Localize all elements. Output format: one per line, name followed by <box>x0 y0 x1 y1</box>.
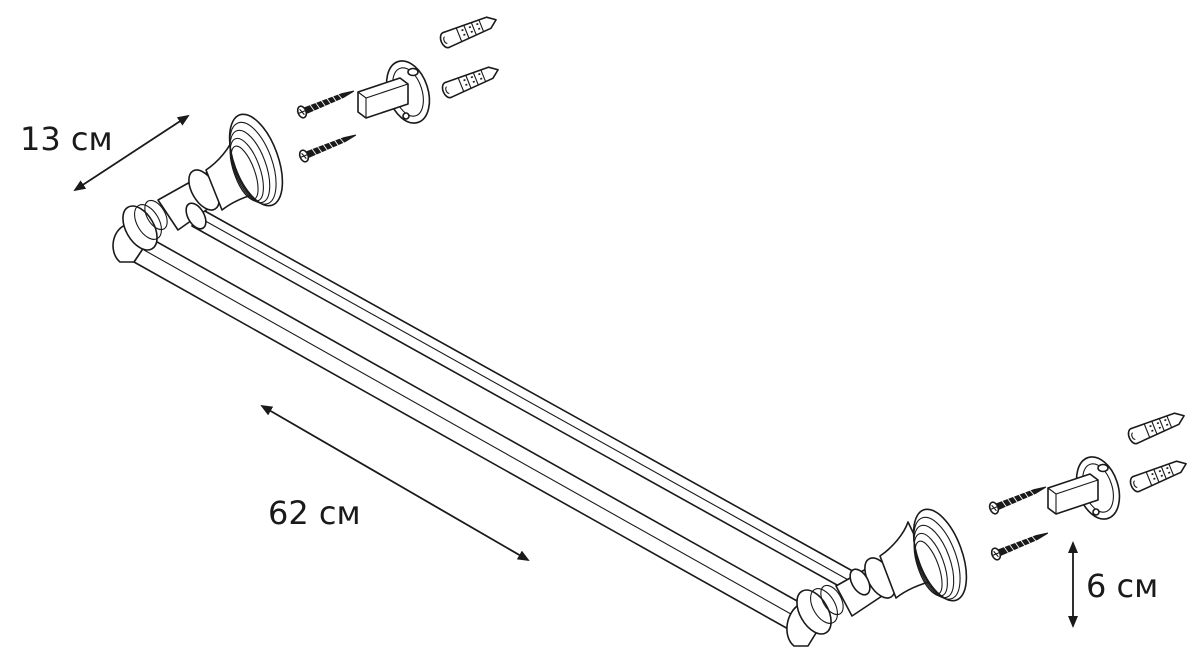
length-label: 62 см <box>268 494 361 532</box>
depth-dimension-arrow <box>73 114 190 192</box>
right-end-fitting <box>786 521 937 647</box>
mounting-bracket-icon <box>1047 450 1128 526</box>
wall-plug-icon <box>439 61 502 101</box>
wall-plug-icon <box>1127 455 1190 495</box>
towel-bar <box>112 106 978 647</box>
wall-plug-icon <box>437 11 500 51</box>
screw-icon <box>989 526 1051 562</box>
left-hardware <box>295 11 502 164</box>
screw-icon <box>295 84 357 120</box>
screw-icon <box>987 480 1049 516</box>
mounting-bracket-icon <box>357 54 438 130</box>
wall-plug-icon <box>1125 407 1188 447</box>
depth-label: 13 см <box>20 120 113 158</box>
right-hardware <box>987 407 1190 562</box>
screw-icon <box>297 128 359 164</box>
length-dimension-arrow <box>260 404 530 562</box>
height-label: 6 см <box>1086 567 1158 605</box>
